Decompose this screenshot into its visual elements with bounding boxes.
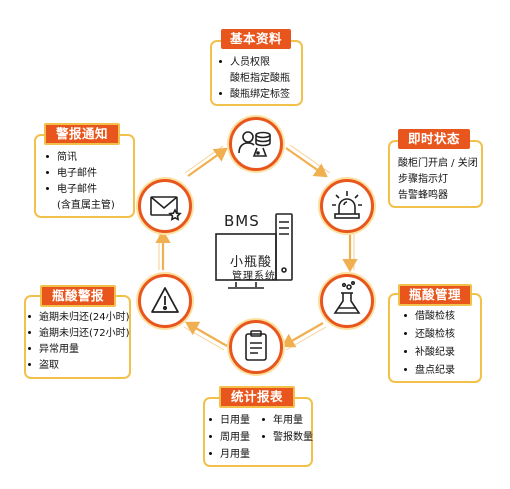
list-item: 周用量警报数量 [209,429,313,446]
system-name-line2: 管理系统 [232,271,276,282]
statistics-card [203,397,313,467]
arrow-stats-to-alarm [185,321,228,347]
list-item: 日用量年用量 [209,412,313,429]
acid-management-list: 借酸检核 还酸检核 补酸纪录 盘点纪录 [404,308,455,380]
alarm-notify-card [34,134,135,218]
list-item: 盘点纪录 [404,362,455,380]
mail-star-icon [138,179,192,233]
list-item: 告警蜂鸣器 [398,190,448,201]
list-item: 还酸检核 [404,326,455,344]
statistics-list: 日用量年用量 周用量警报数量 月用量 [209,412,313,463]
arrow-basic-to-status [285,147,328,178]
computer-icon [215,213,293,289]
basic-info-list: 人员权限 酸柜指定酸瓶 酸瓶绑定标签 [219,55,290,103]
list-item: (含直属主管) [57,200,115,211]
bms-title: BMS [224,212,260,230]
flask-icon [320,274,374,328]
realtime-status-card [388,140,483,208]
bms-center-logo: BMS 小瓶酸 管理系统 [214,212,294,294]
alarm-light-icon [320,179,374,233]
basic-info-card [210,40,303,106]
list-item: 步骤指示灯 [398,174,448,185]
alarm-notify-list: 简讯 电子邮件 电子邮件 (含直属主管) [46,150,115,214]
statistics-title: 统计报表 [219,386,295,408]
list-item: 月用量 [209,446,313,463]
system-name-line1: 小瓶酸 [230,255,273,270]
list-item: 逾期未归还(24小时) [28,310,130,326]
basic-info-title: 基本资料 [221,29,291,49]
list-item: 逾期未归还(72小时) [28,326,130,342]
clipboard-icon [229,320,283,374]
list-item: 电子邮件 [46,166,115,182]
arrow-acid-to-stats [281,322,324,348]
list-item: 酸柜指定酸瓶 [230,73,290,84]
users-database-icon [229,117,283,171]
list-item: 盗取 [28,358,130,374]
list-item: 酸柜门开启 / 关闭 [398,158,478,169]
acid-management-title: 瓶酸管理 [398,284,472,306]
list-item: 人员权限 [219,55,290,71]
list-item: 简讯 [46,150,115,166]
acid-alarm-list: 逾期未归还(24小时) 逾期未归还(72小时) 异常用量 盗取 [28,310,130,374]
list-item: 异常用量 [28,342,130,358]
realtime-status-title: 即时状态 [398,129,470,149]
acid-management-card [388,293,482,383]
arrow-notify-to-basic [187,147,228,177]
acid-alarm-card [24,295,131,379]
warning-icon [138,274,192,328]
list-item: 借酸检核 [404,308,455,326]
list-item: 电子邮件 [46,182,115,198]
realtime-status-list: 酸柜门开启 / 关闭 步骤指示灯 告警蜂鸣器 [398,156,478,204]
acid-alarm-title: 瓶酸警报 [40,285,116,307]
list-item: 酸瓶绑定标签 [219,87,290,103]
alarm-notify-title: 警报通知 [44,123,120,145]
list-item: 补酸纪录 [404,344,455,362]
